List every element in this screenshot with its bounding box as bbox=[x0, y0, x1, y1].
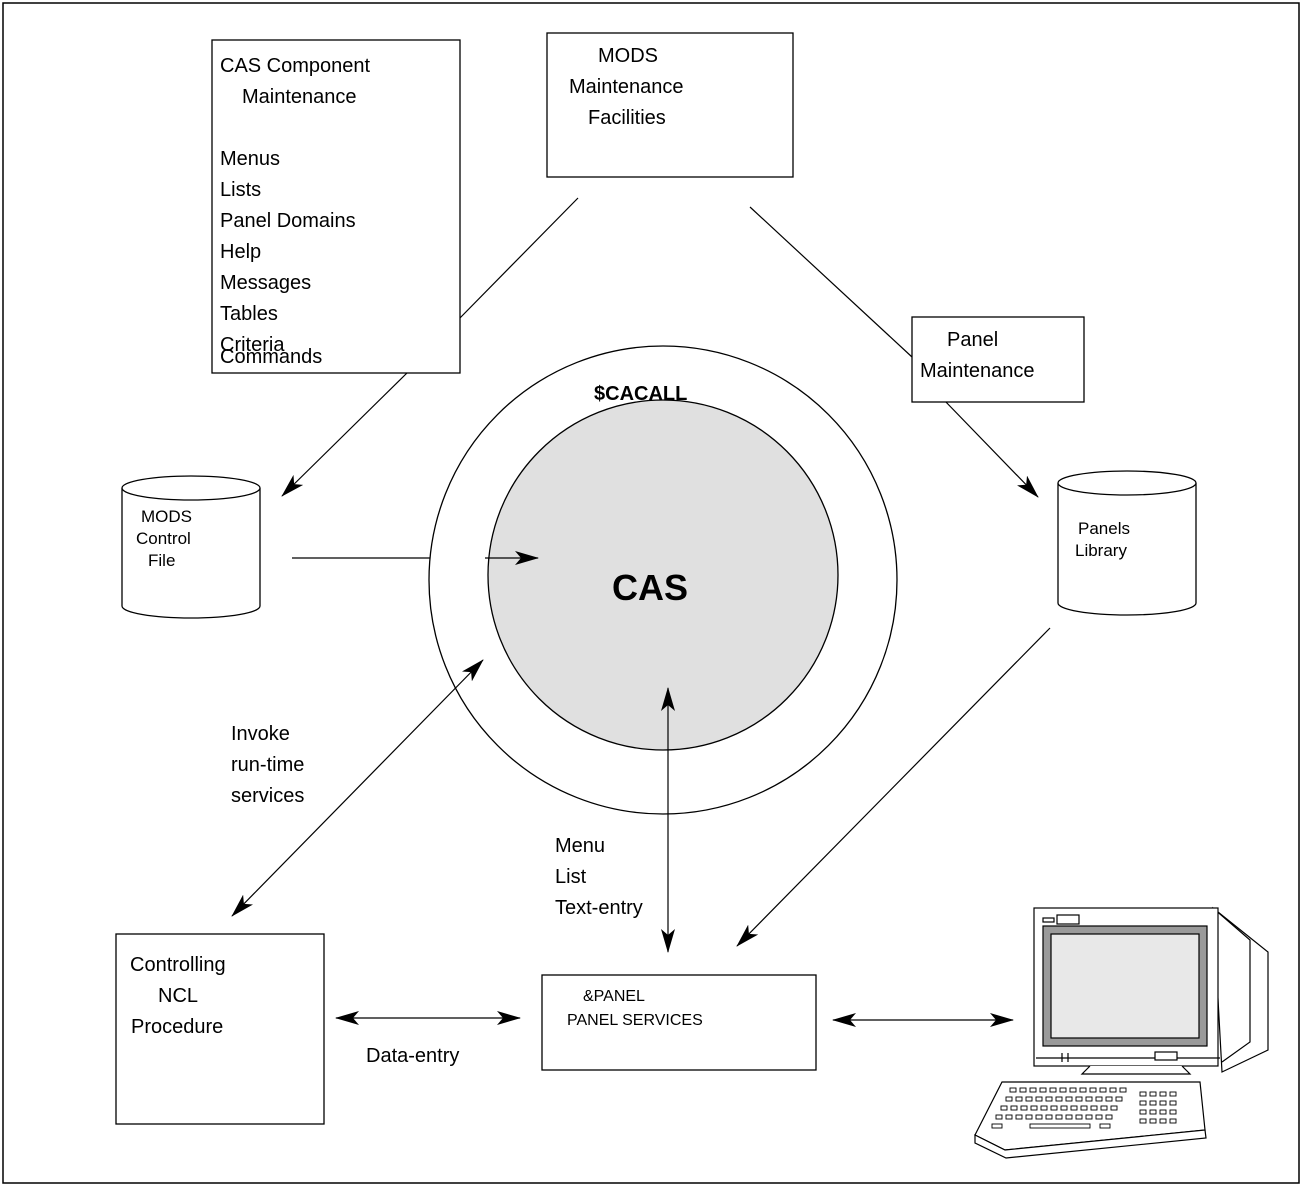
control-file-line1: MODS bbox=[141, 507, 192, 526]
connector-mods-to-cas-component bbox=[457, 197, 579, 321]
invoke-label-line3: services bbox=[231, 785, 304, 807]
panel-services-line2: PANEL SERVICES bbox=[567, 1012, 703, 1029]
data-entry-label: Data-entry bbox=[366, 1045, 459, 1067]
arrow-to-panels-library bbox=[943, 399, 1039, 498]
panels-library-line2: Library bbox=[1075, 541, 1127, 560]
invoke-label-line1: Invoke bbox=[231, 723, 290, 745]
menu-label-line2: List bbox=[555, 866, 587, 888]
cas-component-maintenance-box: CAS Component Maintenance Menus Lists Pa… bbox=[211, 39, 461, 374]
list-item-panel-domains: Panel Domains bbox=[220, 210, 356, 232]
panel-services-line1: &PANEL bbox=[583, 988, 645, 1005]
list-item-commands: Commands bbox=[220, 346, 322, 368]
menu-label-line1: Menu bbox=[555, 835, 605, 857]
mods-maintenance-facilities-box: MODS Maintenance Facilities bbox=[546, 32, 794, 178]
arrow-mods-to-panel-maintenance bbox=[749, 206, 913, 358]
invoke-label-line2: run-time bbox=[231, 754, 304, 776]
ncl-box-line1: Controlling bbox=[130, 954, 226, 976]
panels-library-cylinder: Panels Library bbox=[1057, 470, 1197, 616]
list-item-lists: Lists bbox=[220, 179, 261, 201]
mods-box-line3: Facilities bbox=[588, 107, 666, 129]
control-file-line3: File bbox=[148, 551, 175, 570]
computer-terminal-icon bbox=[974, 906, 1269, 1159]
list-item-tables: Tables bbox=[220, 303, 278, 325]
list-item-help: Help bbox=[220, 241, 261, 263]
mods-control-file-cylinder: MODS Control File bbox=[121, 475, 261, 619]
cacall-label: $CACALL bbox=[594, 383, 687, 405]
arrow-core-ncl-bidirectional bbox=[231, 659, 484, 917]
ncl-box-line2: NCL bbox=[158, 985, 198, 1007]
arrow-to-mods-control-file bbox=[281, 371, 409, 497]
mods-box-line2: Maintenance bbox=[569, 76, 684, 98]
cas-component-title-line2: Maintenance bbox=[242, 86, 357, 108]
menu-label-line3: Text-entry bbox=[555, 897, 643, 919]
list-item-menus: Menus bbox=[220, 148, 280, 170]
arrow-library-to-panel-services bbox=[736, 627, 1051, 947]
ncl-box-line3: Procedure bbox=[131, 1016, 223, 1038]
list-item-messages: Messages bbox=[220, 272, 311, 294]
cas-component-title-line1: CAS Component bbox=[220, 55, 371, 77]
list-item-criteria: Criteria bbox=[220, 334, 285, 356]
panel-maintenance-box: Panel Maintenance bbox=[911, 316, 1085, 403]
controlling-ncl-procedure-box: Controlling NCL Procedure bbox=[115, 933, 325, 1125]
panels-library-line1: Panels bbox=[1078, 519, 1130, 538]
panel-services-box: &PANEL PANEL SERVICES bbox=[541, 974, 817, 1071]
panel-maintenance-line1: Panel bbox=[947, 329, 998, 351]
cas-label: CAS bbox=[612, 567, 688, 608]
mods-box-line1: MODS bbox=[598, 45, 658, 67]
panel-maintenance-line2: Maintenance bbox=[920, 360, 1035, 382]
control-file-line2: Control bbox=[136, 529, 191, 548]
